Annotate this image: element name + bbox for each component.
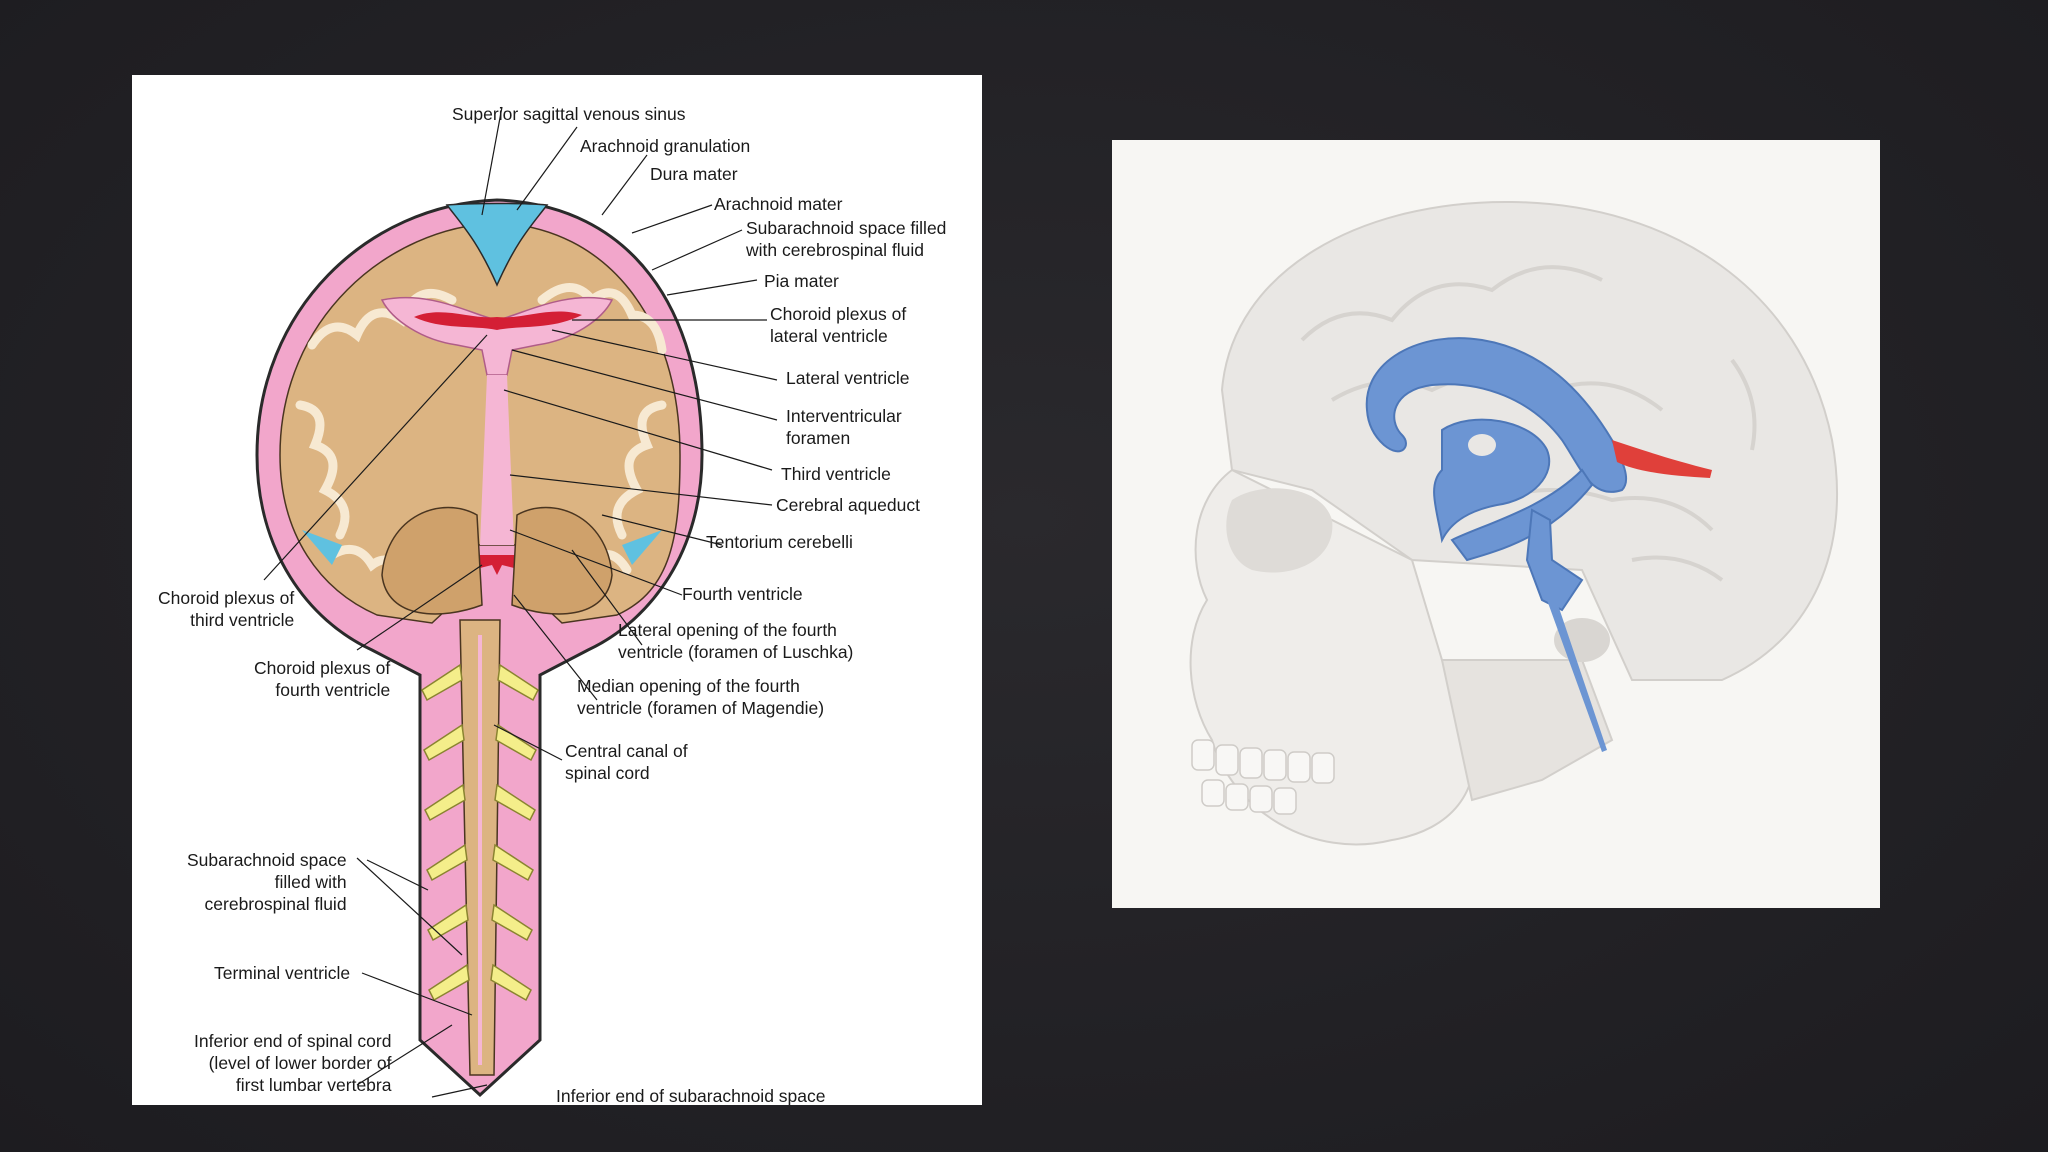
label-subarachnoid-space-brain: Subarachnoid space filled with cerebrosp… xyxy=(746,218,947,260)
label-central-canal: Central canal of spinal cord xyxy=(565,741,688,783)
csf-diagram-illustration xyxy=(255,106,778,1098)
label-fourth-ventricle: Fourth ventricle xyxy=(682,584,803,604)
interthalamic-adhesion xyxy=(1468,434,1496,456)
temporal-horn-3d xyxy=(1450,468,1594,562)
leader-lines xyxy=(263,106,778,1098)
label-arachnoid-granulation: Arachnoid granulation xyxy=(580,136,751,156)
label-cerebral-aqueduct: Cerebral aqueduct xyxy=(776,495,920,515)
lateral-ventricle-3d xyxy=(1365,337,1628,493)
skull-ventricles-illustration xyxy=(1189,200,1839,846)
tentorium-csf-right xyxy=(622,530,662,565)
central-canal-3d xyxy=(1547,600,1607,752)
choroid-plexus-fourth xyxy=(467,555,527,575)
tentorium-csf-left xyxy=(302,530,342,565)
cerebellum-right xyxy=(511,506,613,615)
label-arachnoid-mater: Arachnoid mater xyxy=(714,194,843,214)
label-subarachnoid-space-cord: Subarachnoid space filled with cerebrosp… xyxy=(187,850,347,914)
label-inferior-end-subarachnoid: Inferior end of subarachnoid space xyxy=(556,1086,826,1105)
label-terminal-ventricle: Terminal ventricle xyxy=(214,963,351,983)
label-tentorium-cerebelli: Tentorium cerebelli xyxy=(706,532,853,552)
spinal-nerves xyxy=(421,663,539,1002)
orbit xyxy=(1226,488,1333,573)
label-pia-mater: Pia mater xyxy=(764,271,839,291)
third-ventricle-3d xyxy=(1433,418,1550,544)
label-dura-mater: Dura mater xyxy=(650,164,738,184)
third-ventricle-channel xyxy=(480,375,514,545)
mandible xyxy=(1440,659,1614,802)
label-choroid-plexus-lateral: Choroid plexus of lateral ventricle xyxy=(770,304,907,346)
fourth-ventricle-3d xyxy=(1525,508,1584,612)
posterior-horn-red xyxy=(1612,440,1712,478)
label-superior-sagittal-sinus: Superior sagittal venous sinus xyxy=(452,104,686,124)
label-choroid-plexus-fourth: Choroid plexus of fourth ventricle xyxy=(254,658,391,700)
label-lateral-ventricle: Lateral ventricle xyxy=(786,368,910,388)
label-choroid-plexus-third: Choroid plexus of third ventricle xyxy=(158,588,295,630)
label-lateral-opening-fourth: Lateral opening of the fourth ventricle … xyxy=(618,620,854,662)
cerebellum xyxy=(381,506,483,615)
label-median-opening-fourth: Median opening of the fourth ventricle (… xyxy=(577,676,825,718)
superior-sinus-csf xyxy=(445,202,549,287)
csf-diagram-panel: Superior sagittal venous sinus Arachnoid… xyxy=(132,75,982,1105)
skull-ventricles-panel xyxy=(1112,140,1880,908)
label-inferior-end-cord: Inferior end of spinal cord (level of lo… xyxy=(194,1031,392,1095)
teeth xyxy=(1191,739,1335,815)
choroid-plexus-lateral xyxy=(414,311,582,330)
label-interventricular-foramen: Interventricular foramen xyxy=(786,406,902,448)
label-third-ventricle: Third ventricle xyxy=(781,464,891,484)
